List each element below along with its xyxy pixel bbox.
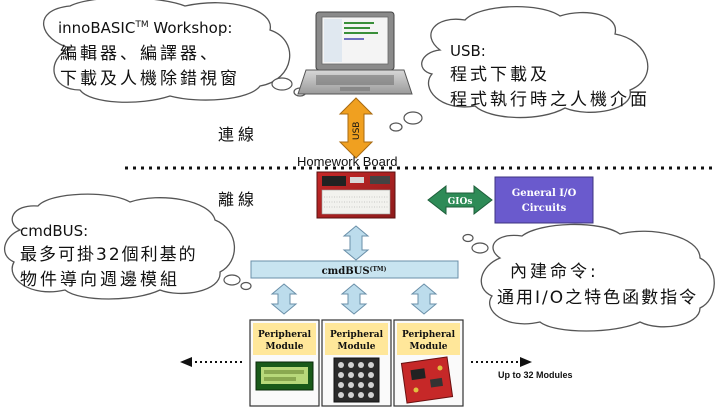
usb-cloud-line2: 程式執行時之人機介面 (450, 90, 650, 110)
general-io-line2: Circuits (522, 203, 567, 214)
cmdbus-cloud-line1: 最多可掛32個利基的 (20, 245, 198, 265)
usb-arrow-label: USB (352, 122, 362, 140)
homework-board-icon (316, 171, 396, 219)
usb-cloud-line1: 程式下載及 (450, 65, 550, 85)
bus-module-arrow (410, 283, 438, 315)
bus-module-arrow (270, 283, 298, 315)
up-to-modules-label: Up to 32 Modules (498, 370, 573, 380)
homework-board-label: Homework Board (297, 154, 397, 169)
cloud-tail-bubble (471, 242, 489, 254)
module-label-line1: Peripheral (402, 330, 456, 340)
module-label-line2: Module (266, 342, 304, 352)
bus-module-arrow (340, 283, 368, 315)
module-label-line2: Module (338, 342, 376, 352)
board-bus-arrow (342, 225, 370, 261)
cloud-tail-bubble (389, 122, 403, 132)
builtin-cloud-line2: 通用I/O之特色函數指令 (497, 288, 698, 308)
usb-cloud-title: USB: (450, 42, 486, 60)
peripheral-module: Peripheral Module (393, 319, 464, 407)
workshop-title: innoBASIC (58, 19, 135, 37)
peripheral-module: Peripheral Module (321, 319, 392, 407)
workshop-title-suffix: Workshop: (149, 19, 233, 37)
cloud-cmdbus: cmdBUS: 最多可掛32個利基的 物件導向週邊模組 (4, 193, 252, 300)
expansion-left-arrow (180, 357, 242, 367)
cmdbus-bar: cmdBUS(TM) (250, 260, 459, 279)
module-label-line2: Module (410, 342, 448, 352)
workshop-line2: 下載及人機除錯視窗 (60, 69, 240, 89)
laptop-icon (297, 11, 413, 95)
online-label: 連線 (218, 125, 258, 144)
cmdbus-bar-label: cmdBUS (322, 266, 370, 277)
module-label-line1: Peripheral (330, 330, 384, 340)
svg-text:innoBASICTM Workshop:: innoBASICTM Workshop: (58, 19, 232, 37)
workshop-title-tm: TM (134, 20, 148, 30)
usb-double-arrow: USB (338, 97, 374, 159)
cmdbus-cloud-title: cmdBUS: (20, 222, 88, 240)
cloud-tail-bubble (403, 111, 423, 125)
module-label-line1: Peripheral (258, 330, 312, 340)
offline-label: 離線 (218, 190, 258, 209)
peripheral-module: Peripheral Module (249, 319, 320, 407)
lcd-module-icon (255, 361, 314, 391)
cloud-tail-bubble (462, 233, 474, 243)
cmdbus-cloud-line2: 物件導向週邊模組 (20, 270, 180, 290)
gios-double-arrow: GIOs (427, 184, 493, 216)
keypad-module-icon (333, 357, 380, 403)
cloud-usb: USB: 程式下載及 程式執行時之人機介面 (389, 5, 650, 132)
cmdbus-bar-tm: (TM) (370, 266, 387, 273)
circuit-module-icon (400, 356, 454, 404)
cloud-tail-bubble (271, 77, 293, 91)
general-io-box: General I/O Circuits (494, 176, 594, 224)
svg-text:cmdBUS(TM): cmdBUS(TM) (322, 266, 387, 277)
expansion-right-arrow (471, 357, 532, 367)
general-io-line1: General I/O (512, 188, 577, 199)
cloud-builtin: 內建命令: 通用I/O之特色函數指令 (462, 223, 715, 332)
workshop-line1: 編輯器、編譯器、 (60, 44, 220, 64)
cloud-tail-bubble (240, 281, 252, 291)
cloud-workshop: innoBASICTM Workshop: 編輯器、編譯器、 下載及人機除錯視窗 (42, 0, 307, 103)
cloud-tail-bubble (223, 274, 241, 286)
builtin-cloud-line1: 內建命令: (510, 262, 599, 282)
gios-label: GIOs (448, 197, 473, 207)
